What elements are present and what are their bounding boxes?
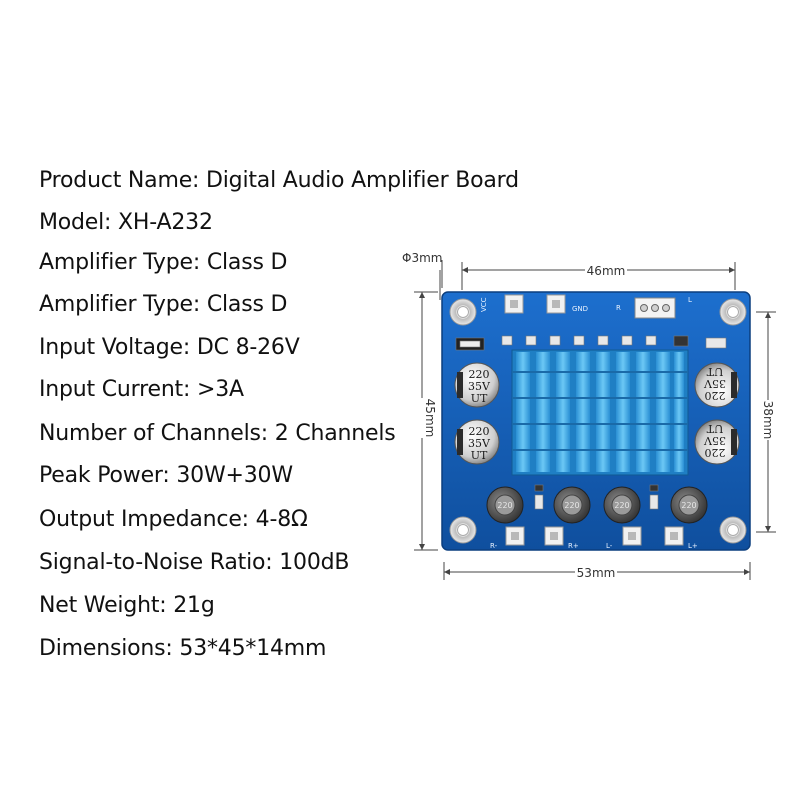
l-minus-label: L- [606,542,613,550]
amplifier-board-diagram: 46mm Φ3mm 53mm 45mm 38mm VCC GND R L [402,251,776,581]
capacitor-bottom-right: 220 35V UT [694,419,740,465]
spec-amp-type-2: Amplifier Type: Class D [39,292,288,317]
power-pads [504,294,566,314]
capacitor-value: 220 [705,389,726,402]
hole-diameter-label: Φ3mm [402,251,442,265]
spec-input-current: Input Current: >3A [39,377,244,402]
dimension-arrows [419,267,771,575]
inductor-value: 220 [497,501,512,510]
spec-amp-type-1: Amplifier Type: Class D [39,250,288,275]
vcc-label: VCC [480,297,488,312]
small-parts [534,484,659,510]
capacitor-voltage: 35V [468,380,491,393]
inductor-value: 220 [614,501,629,510]
capacitor-bottom-left: 220 35V UT [454,419,500,465]
mounting-holes [449,298,747,544]
spec-input-voltage: Input Voltage: DC 8-26V [39,335,300,360]
board-height-label: 45mm [423,399,437,438]
board-width-label: 53mm [577,566,616,580]
spec-output-impedance: Output Impedance: 4-8Ω [39,507,308,532]
capacitor-value: 220 [705,446,726,459]
spec-product-name: Product Name: Digital Audio Amplifier Bo… [39,168,519,193]
capacitor-voltage: 35V [703,377,726,390]
capacitor-value: 220 [469,368,490,381]
capacitor-top-left: 220 35V UT [454,362,500,408]
spec-peak-power: Peak Power: 30W+30W [39,463,293,488]
output-pads [505,526,684,546]
r-plus-label: R+ [568,542,579,550]
capacitor-series: UT [706,365,723,378]
spec-channels: Number of Channels: 2 Channels [39,421,396,446]
inductor-value: 220 [681,501,696,510]
inductor-value: 220 [564,501,579,510]
l-plus-label: L+ [688,542,698,550]
r-minus-label: R- [490,542,498,550]
capacitor-voltage: 35V [468,437,491,450]
inductor-2: 220 [553,486,591,524]
smd-components [455,335,727,351]
capacitor-value: 220 [469,425,490,438]
spec-snr: Signal-to-Noise Ratio: 100dB [39,550,350,575]
capacitor-series: UT [471,449,488,462]
gnd-label: GND [572,305,588,313]
capacitor-series: UT [706,422,723,435]
hole-spacing-width-label: 46mm [587,264,626,278]
inductor-4: 220 [670,486,708,524]
capacitor-top-right: 220 35V UT [694,362,740,408]
heatsink [511,349,689,476]
spec-model: Model: XH-A232 [39,210,213,235]
left-channel-label: L [688,296,692,304]
spec-net-weight: Net Weight: 21g [39,593,215,618]
capacitor-voltage: 35V [703,434,726,447]
inductor-3: 220 [603,486,641,524]
inductor-1: 220 [486,486,524,524]
spec-dimensions: Dimensions: 53*45*14mm [39,636,327,661]
capacitor-series: UT [471,392,488,405]
right-channel-label: R [616,304,621,312]
hole-spacing-height-label: 38mm [761,401,775,440]
